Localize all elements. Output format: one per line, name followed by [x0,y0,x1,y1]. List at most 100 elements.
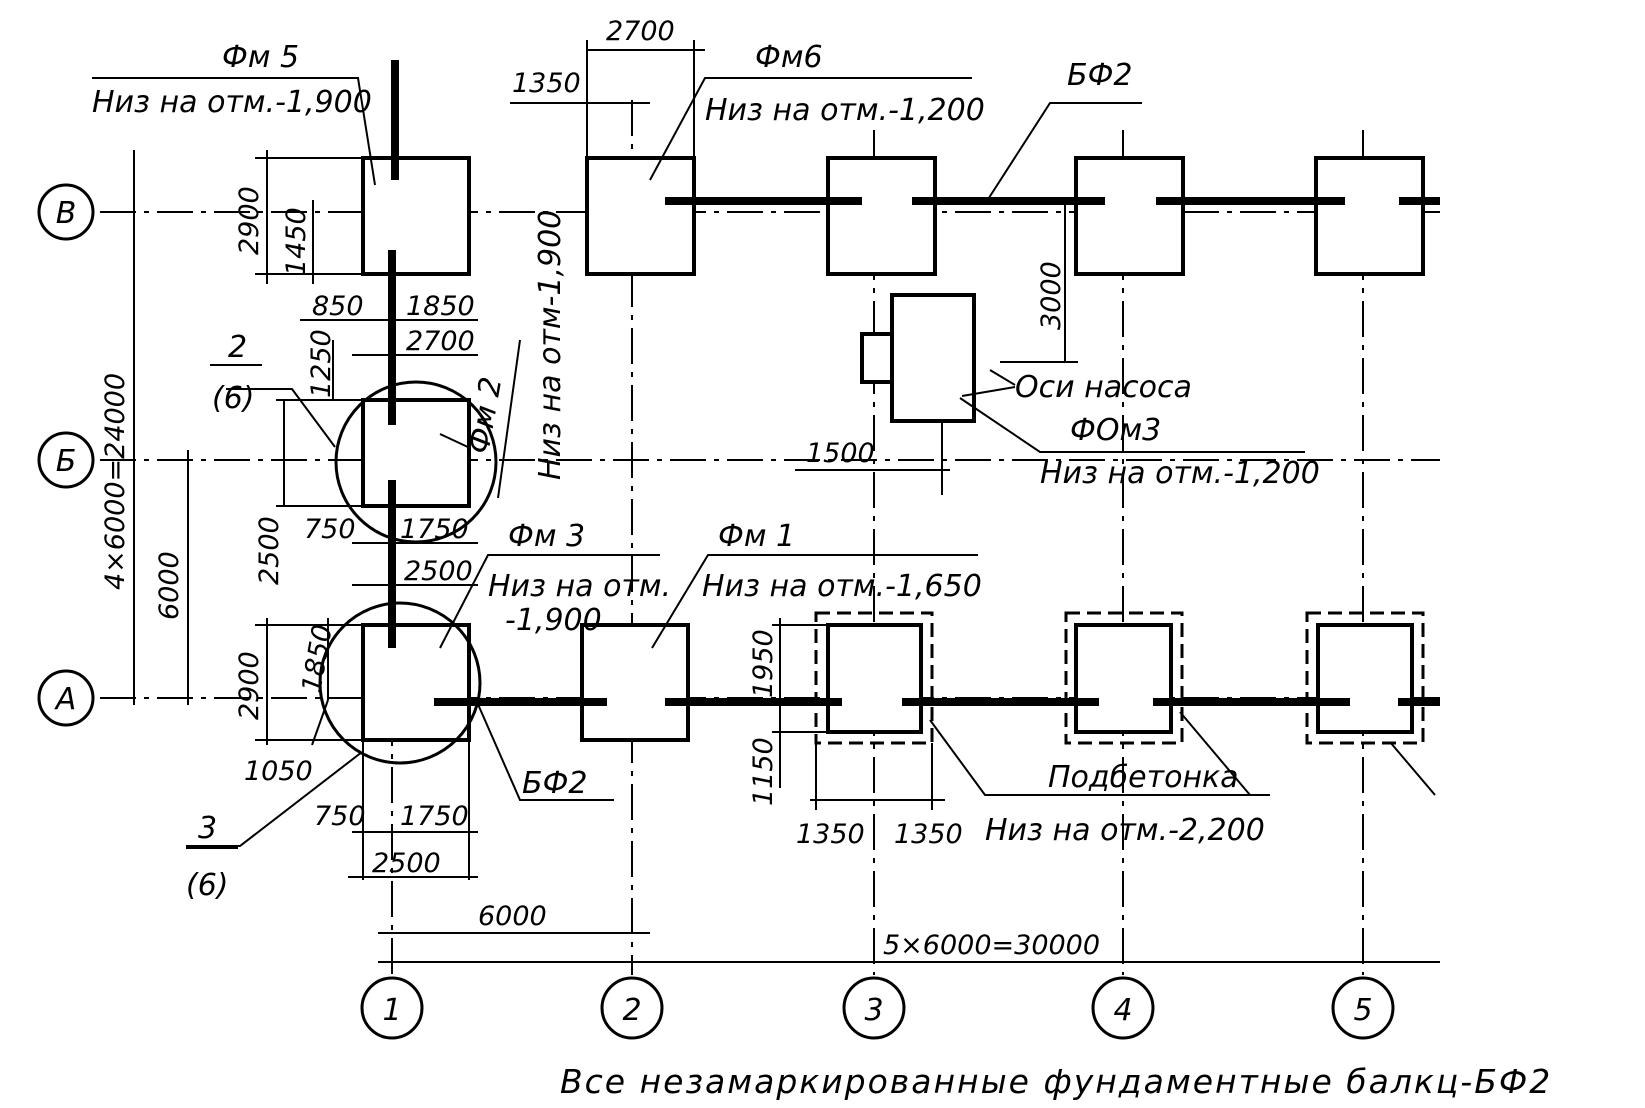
dim-1750-b: 1750 [400,514,469,545]
fm3-mark: Фм 3 [508,519,585,554]
fm5-level: Низ на отм.-1,900 [92,85,372,120]
dim-2900-v: 2900 [234,186,265,255]
axis-bubbles: В Б А 1 2 3 4 5 [37,183,1395,1040]
axis-label-a: А [54,682,77,717]
foundation-fm1 [580,623,690,742]
axis-bubble-3 [842,976,906,1040]
dim-1050: 1050 [244,756,313,787]
leader-fm1 [651,554,978,649]
dim-2700-b: 2700 [406,326,475,357]
foundation-fm6 [585,156,696,276]
annotations: БФ2 БФ2 Оси насоса Подбетонка Низ на отм… [186,58,1552,1101]
dim-2900-a: 2900 [234,651,265,720]
leader-fom3 [959,397,1305,453]
node3-sheet: (6) [186,868,229,903]
dimension-texts: 2700 1350 2900 1450 850 1850 2700 1250 2… [100,16,1100,961]
dim-1950: 1950 [748,629,779,698]
fm6-mark: Фм6 [755,40,823,75]
concrete-preparation [814,611,1425,745]
leader-concrete-2 [1179,711,1251,796]
axis-bubble-v [37,183,95,241]
foundation-fm5 [361,156,471,276]
leader-bf2-top [984,102,1142,205]
leader-pump-axes [989,369,1016,386]
node2-sheet: (6) [212,381,255,416]
leader-fm2-dot [439,433,471,449]
concrete-level-label: Низ на отм.-2,200 [985,813,1265,848]
axis-label-1: 1 [382,993,401,1028]
dim-1750-a: 1750 [400,801,469,832]
pump-nozzle [860,332,894,384]
foundation-fm2 [361,398,471,508]
foundation-fm3 [361,623,471,742]
fm1-level: Низ на отм.-1,650 [702,569,982,604]
dim-750-b: 750 [304,514,356,545]
fom3-level: Низ на отм.-1,200 [1040,456,1320,491]
dim-1450: 1450 [281,207,312,276]
axis-bubble-5 [1331,976,1395,1040]
fm2-level: Низ на отм-1,900 [533,210,568,480]
fm5-mark: Фм 5 [222,40,299,75]
dim-2500-b: 2500 [404,556,473,587]
fm3-level-1: Низ на отм. [488,569,671,604]
leader-bf2-bottom [476,701,614,801]
foundation-a4 [1074,623,1173,734]
foundation-a5 [1316,623,1414,734]
leader-node3 [186,751,363,847]
concrete-prep-label: Подбетонка [1048,760,1239,795]
concrete-prep-5 [1305,611,1425,745]
dim-1150: 1150 [748,737,779,806]
leader-fm2 [497,339,521,499]
axis-bubble-2 [600,976,664,1040]
dim-850: 850 [312,291,364,322]
leader-fm6 [649,77,972,181]
leader-concrete [929,719,1270,796]
foundation-beams [388,60,1440,706]
foundation-fom3 [890,293,976,423]
general-note: Все незамаркированные фундаментные балкц… [560,1062,1552,1101]
axis-bubble-1 [360,976,424,1040]
dim-750-a: 750 [314,801,366,832]
dimension-lines [133,40,1440,963]
foundations [361,156,1425,742]
fm6-level: Низ на отм.-1,200 [705,93,985,128]
fom3-mark: ФОм3 [1070,413,1161,448]
leader-lines [92,77,1436,849]
leader-node2 [226,388,336,448]
fm3-level-2: -1,900 [505,603,602,638]
dim-3000: 3000 [1036,261,1067,330]
foundation-v3 [826,156,937,276]
node2-number: 2 [228,330,247,365]
dim-1250: 1250 [306,329,337,398]
dim-1350-l: 1350 [796,819,865,850]
dim-1350-top: 1350 [512,68,581,99]
axis-bubble-a [37,669,95,727]
fm2-mark: Фм 2 [461,374,509,456]
axis-label-5: 5 [1353,993,1372,1028]
dim-1500: 1500 [806,438,875,469]
leader-concrete-3 [1389,741,1436,796]
dim-1850-b: 1850 [406,291,475,322]
foundation-v4 [1074,156,1185,276]
dim-6000-v: 6000 [154,551,185,620]
axis-bubble-4 [1091,976,1155,1040]
node-circle-3 [318,601,482,765]
axis-bubble-b [37,431,95,489]
beam-label-bottom: БФ2 [522,766,588,801]
axis-label-4: 4 [1113,993,1132,1028]
concrete-prep-3 [814,611,934,745]
dim-30000: 5×6000=30000 [883,930,1100,961]
leader-pump-axes-2 [961,386,1016,397]
dim-1350-r: 1350 [894,819,963,850]
dim-6000-h: 6000 [478,901,547,932]
axis-label-b: Б [56,444,77,479]
dim-2700-top: 2700 [606,16,675,47]
axis-label-3: 3 [864,993,883,1028]
leader-fm5 [92,77,376,186]
foundation-a3 [826,623,923,734]
node3-number: 3 [198,811,217,846]
beam-label-top: БФ2 [1067,58,1133,93]
pump-axes-label: Оси насоса [1015,370,1192,405]
dim-24000: 4×6000=24000 [100,373,131,590]
